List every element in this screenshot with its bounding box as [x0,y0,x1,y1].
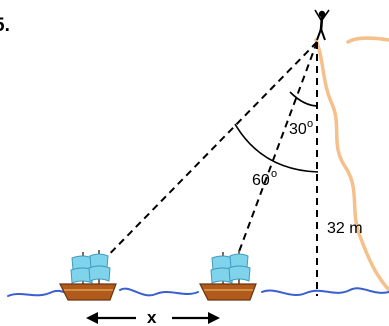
distance-label: x [147,308,157,326]
distance-arrow [86,312,220,324]
degree-mark-60: o [271,168,277,180]
height-label: 32 m [327,220,363,237]
cliff-outline [314,36,389,292]
degree-mark-30: o [307,118,313,130]
problem-number: 5. [0,15,10,36]
sailing-ship-icon-far [59,250,117,301]
angle-label-30: 30 [289,121,307,138]
sailing-ship-icon-near [199,250,257,301]
angle-label-60: 60 [252,172,270,189]
sight-line-near-ship [229,41,318,277]
sight-line-far-ship [87,41,318,277]
angle-arc-30 [289,91,319,107]
angle-arc-60 [234,123,319,173]
person-on-cliff-icon [314,9,330,41]
